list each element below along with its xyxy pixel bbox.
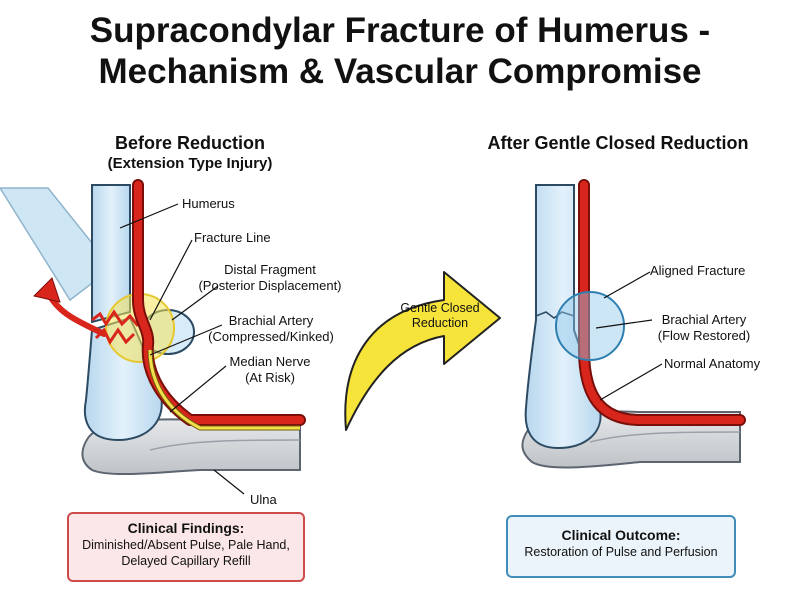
label-fracture-line: Fracture Line bbox=[194, 230, 271, 245]
diagram-title: Supracondylar Fracture of Humerus - Mech… bbox=[0, 10, 800, 92]
fracture-line-zigzag bbox=[91, 309, 140, 327]
brachial-artery-leader bbox=[149, 324, 223, 356]
after-reduction-heading: After Gentle Closed Reduction bbox=[458, 132, 778, 154]
after-heading-title: After Gentle Closed Reduction bbox=[487, 133, 749, 153]
label-brachial-artery-after-line-1: Brachial Artery bbox=[661, 312, 747, 327]
label-brachial-artery-before-line-2: (Compressed/Kinked) bbox=[208, 329, 334, 344]
reduction-arrow-label-line-2: Reduction bbox=[411, 316, 469, 330]
label-brachial-artery-before: Brachial Artery (Compressed/Kinked) bbox=[196, 313, 346, 345]
reduction-arrow bbox=[344, 271, 501, 431]
label-normal-anatomy: Normal Anatomy bbox=[664, 356, 761, 371]
distal-fragment-leader bbox=[171, 285, 219, 321]
ulna-contour bbox=[149, 439, 301, 451]
before-reduction-heading: Before Reduction (Extension Type Injury) bbox=[60, 132, 320, 173]
clinical-outcome-line-1: Restoration of Pulse and Perfusion bbox=[524, 545, 718, 559]
label-aligned-fracture: Aligned Fracture bbox=[650, 263, 746, 278]
normal-anatomy-leader bbox=[599, 363, 663, 401]
aligned-fracture-leader bbox=[603, 271, 651, 299]
clinical-outcome-box: Clinical Outcome: Restoration of Pulse a… bbox=[506, 515, 736, 578]
label-humerus: Humerus bbox=[182, 196, 235, 211]
after-ulna-contour bbox=[589, 431, 741, 443]
label-distal-fragment: Distal Fragment (Posterior Displacement) bbox=[190, 262, 350, 294]
before-panel-illustration bbox=[0, 179, 306, 495]
ulna-leader bbox=[213, 469, 245, 495]
humerus-leader bbox=[119, 203, 179, 229]
label-median-nerve-line-1: Median Nerve bbox=[229, 354, 311, 369]
clinical-outcome-title: Clinical Outcome: bbox=[561, 527, 681, 543]
fracture-line-leader bbox=[149, 239, 193, 321]
before-heading-title: Before Reduction bbox=[114, 133, 265, 153]
clinical-findings-line-2: Delayed Capillary Refill bbox=[121, 554, 251, 568]
after-panel-illustration bbox=[521, 179, 746, 469]
label-brachial-artery-after-line-2: (Flow Restored) bbox=[657, 328, 751, 343]
label-brachial-artery-after: Brachial Artery (Flow Restored) bbox=[648, 312, 760, 344]
aligned-fracture-line bbox=[535, 311, 575, 319]
clinical-findings-line-1: Diminished/Absent Pulse, Pale Hand, bbox=[82, 538, 290, 552]
aligned-zone bbox=[555, 291, 625, 361]
displacement-arrow-head bbox=[33, 277, 61, 303]
label-median-nerve: Median Nerve (At Risk) bbox=[210, 354, 330, 386]
median-nerve bbox=[148, 349, 300, 430]
title-line-2: Mechanism & Vascular Compromise bbox=[98, 52, 702, 91]
label-distal-fragment-line-2: (Posterior Displacement) bbox=[198, 278, 342, 293]
label-distal-fragment-line-1: Distal Fragment bbox=[224, 262, 316, 277]
reduction-arrow-label: Gentle Closed Reduction bbox=[392, 301, 488, 331]
after-artery-leader bbox=[595, 319, 653, 329]
clinical-findings-title: Clinical Findings: bbox=[127, 520, 245, 536]
before-heading-subtitle: (Extension Type Injury) bbox=[107, 155, 273, 172]
title-line-1: Supracondylar Fracture of Humerus - bbox=[89, 11, 711, 50]
label-ulna: Ulna bbox=[250, 492, 277, 507]
median-nerve-leader bbox=[169, 365, 227, 413]
after-brachial-artery bbox=[580, 181, 744, 424]
reduction-arrow-label-line-1: Gentle Closed bbox=[400, 301, 480, 315]
clinical-findings-box: Clinical Findings: Diminished/Absent Pul… bbox=[67, 512, 305, 582]
label-median-nerve-line-2: (At Risk) bbox=[245, 370, 295, 385]
label-brachial-artery-before-line-1: Brachial Artery bbox=[228, 313, 314, 328]
